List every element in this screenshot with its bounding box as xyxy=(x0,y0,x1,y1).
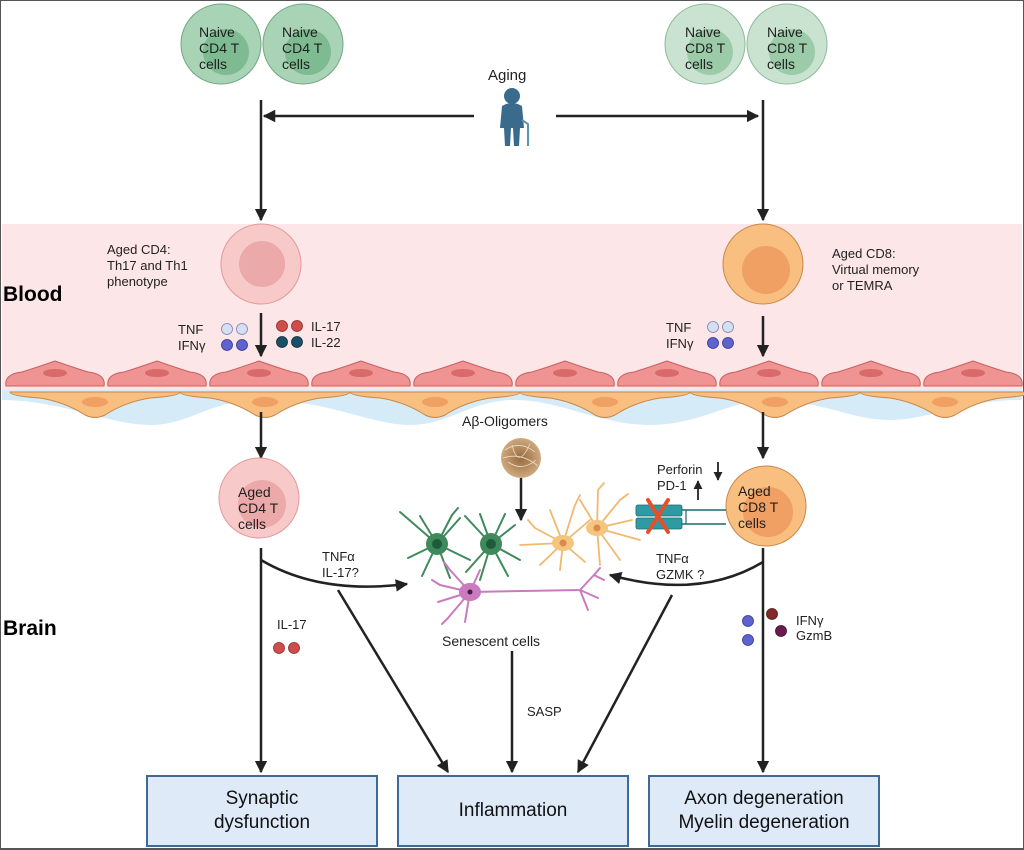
aged-cd8-blood-cell xyxy=(722,223,804,305)
sasp-label: SASP xyxy=(527,704,562,719)
neuron-icon xyxy=(431,561,605,625)
pericyte-cell xyxy=(859,391,1024,418)
endothelial-cell xyxy=(515,360,615,387)
ifng-brain-label: IFNγ xyxy=(796,613,824,628)
tnf-dot xyxy=(707,321,719,333)
pericyte-cell xyxy=(689,391,861,418)
blocked-receptor-icon xyxy=(635,504,726,530)
pericyte-cell xyxy=(179,391,351,418)
elderly-person-icon xyxy=(500,88,529,146)
cd8-to-senescent-arrow xyxy=(608,560,764,587)
cd4-to-inflammation-line xyxy=(336,589,450,774)
ifng-dot xyxy=(707,337,719,349)
cd8-senescent-cytokines-label: TNFα GZMK ? xyxy=(656,551,705,582)
senescent-cells-label: Senescent cells xyxy=(442,633,541,649)
cd4-tnf-label: TNF xyxy=(178,322,204,337)
il17-dot xyxy=(273,642,285,654)
tnf-dot xyxy=(236,323,248,335)
aging-label: Aging xyxy=(488,67,527,84)
il17-dot xyxy=(288,642,300,654)
endothelial-cell xyxy=(821,360,921,387)
naive-cd4-cell-label: Naive CD4 T cells xyxy=(199,24,240,72)
pericyte-cell xyxy=(519,391,691,418)
outcome-inflammation: Inflammation xyxy=(397,775,629,847)
blood-section-label: Blood xyxy=(3,283,63,306)
naive-cd4-cell xyxy=(262,3,344,85)
gzmb-dot xyxy=(775,625,787,637)
abeta-oligomer-icon xyxy=(501,438,541,478)
endothelial-cell xyxy=(107,360,207,387)
naive-cd4-cell-label: Naive CD4 T cells xyxy=(282,24,323,72)
aged-cd4-blood-cell xyxy=(220,223,302,305)
aged-cd8-phenotype-label: Aged CD8: Virtual memory or TEMRA xyxy=(832,246,920,293)
cd8-ifng-label: IFNγ xyxy=(666,336,694,351)
naive-cd8-cell-label: Naive CD8 T cells xyxy=(685,24,726,72)
perforin-label: Perforin xyxy=(657,462,703,477)
tnf-dot xyxy=(221,323,233,335)
endothelial-cell xyxy=(719,360,819,387)
pericyte-layer xyxy=(9,391,1024,418)
aged-cd4-brain-cell-label: Aged CD4 T cells xyxy=(238,484,279,532)
endothelial-cell xyxy=(617,360,717,387)
cd8-tnf-label: TNF xyxy=(666,320,692,335)
il22-dot xyxy=(276,336,288,348)
outcome-synaptic-dysfunction: Synaptic dysfunction xyxy=(146,775,378,847)
naive-cd8-cell-label: Naive CD8 T cells xyxy=(767,24,808,72)
ifng-dot xyxy=(722,337,734,349)
ifng-dot xyxy=(742,634,754,646)
cd8-to-inflammation-line xyxy=(576,594,674,774)
cd4-ifng-label: IFNγ xyxy=(178,338,206,353)
microglia-icon xyxy=(399,507,521,581)
il17-brain-label: IL-17 xyxy=(277,617,307,632)
ifng-brain-dot xyxy=(766,608,778,620)
cd4-il17-label: IL-17 xyxy=(311,319,341,334)
ifng-dot xyxy=(742,615,754,627)
brain-section-label: Brain xyxy=(3,617,57,640)
naive-cd4-cell xyxy=(180,3,262,85)
ifng-dot xyxy=(221,339,233,351)
gzmb-brain-label: GzmB xyxy=(796,628,833,643)
aged-cd4-brain-cell xyxy=(218,457,300,539)
il17-dot xyxy=(291,320,303,332)
aged-cd8-brain-cell-label: Aged CD8 T cells xyxy=(738,483,779,531)
endothelial-cell xyxy=(209,360,309,387)
cd4-to-senescent-arrow xyxy=(260,558,409,592)
cd4-il22-label: IL-22 xyxy=(311,335,341,350)
cd4-senescent-cytokines-label: TNFα IL-17? xyxy=(322,549,359,580)
astrocyte-icon xyxy=(519,482,641,571)
naive-cd8-cell xyxy=(664,3,746,85)
tnf-dot xyxy=(722,321,734,333)
pd1-label: PD-1 xyxy=(657,478,687,493)
pericyte-cell xyxy=(349,391,521,418)
il17-dot xyxy=(276,320,288,332)
block-x-icon xyxy=(646,498,670,534)
aged-cd8-brain-cell xyxy=(725,465,807,547)
naive-cd8-cell xyxy=(746,3,828,85)
endothelial-cell xyxy=(923,360,1023,387)
pericyte-cell xyxy=(9,391,181,418)
il22-dot xyxy=(291,336,303,348)
endothelial-cell xyxy=(413,360,513,387)
abeta-oligomers-label: Aβ-Oligomers xyxy=(462,413,548,429)
outcome-axon-myelin-degeneration: Axon degeneration Myelin degeneration xyxy=(648,775,880,847)
ifng-dot xyxy=(236,339,248,351)
aged-cd4-phenotype-label: Aged CD4: Th17 and Th1 phenotype xyxy=(107,242,188,289)
endothelial-cell xyxy=(311,360,411,387)
endothelial-layer xyxy=(5,360,1023,387)
endothelial-cell xyxy=(5,360,105,387)
